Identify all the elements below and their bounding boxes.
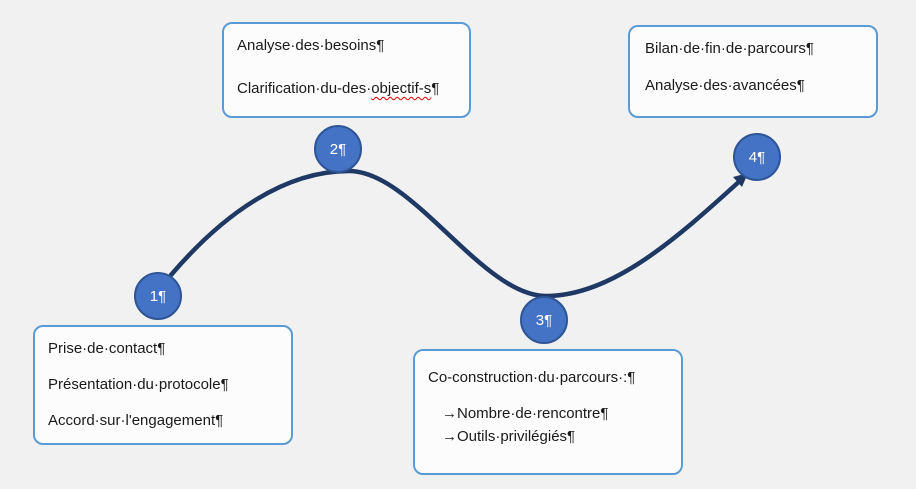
prise-line-1: Prise·de·contact¶ (48, 340, 166, 357)
step-3-label: 3¶ (535, 311, 553, 329)
step-2-label: 2¶ (329, 140, 347, 158)
step-1-label: 1¶ (149, 287, 167, 305)
step-4-label: 4¶ (748, 148, 766, 166)
textbox-step3-coconstruction[interactable]: Co-construction·du·parcours·:¶ →Nombre·d… (413, 349, 683, 475)
step-marker-4[interactable]: 4¶ (733, 133, 781, 181)
analyse-line-2-pilcrow: ¶ (431, 80, 440, 97)
coconstruction-line-2: →Nombre·de·rencontre¶ (442, 405, 609, 422)
s-curve-path (168, 168, 745, 299)
bilan-line-1: Bilan·de·fin·de·parcours¶ (645, 40, 814, 57)
coconstruction-line-3: →Outils·privilégiés¶ (442, 428, 576, 445)
analyse-line-2: Clarification·du-des·objectif-s¶ (237, 79, 459, 99)
analyse-line-2-misspelled-word: objectif-s (371, 80, 432, 97)
coconstruction-line-1: Co-construction·du·parcours·:¶ (428, 369, 636, 386)
textbox-step4-bilan[interactable]: Bilan·de·fin·de·parcours¶ Analyse·des·av… (628, 25, 878, 118)
prise-line-3: Accord·sur·l'engagement¶ (48, 412, 224, 429)
step-marker-3[interactable]: 3¶ (520, 296, 568, 344)
analyse-line-1: Analyse·des·besoins¶ (237, 37, 385, 54)
textbox-step1-prise-de-contact[interactable]: Prise·de·contact¶ Présentation·du·protoc… (33, 325, 293, 445)
step-marker-1[interactable]: 1¶ (134, 272, 182, 320)
prise-line-2: Présentation·du·protocole¶ (48, 376, 229, 393)
textbox-step2-analyse-besoins[interactable]: Analyse·des·besoins¶ Clarification·du-de… (222, 22, 471, 118)
analyse-line-2-prefix: Clarification·du-des· (237, 80, 372, 97)
step-marker-2[interactable]: 2¶ (314, 125, 362, 173)
bilan-line-2: Analyse·des·avancées¶ (645, 77, 805, 94)
